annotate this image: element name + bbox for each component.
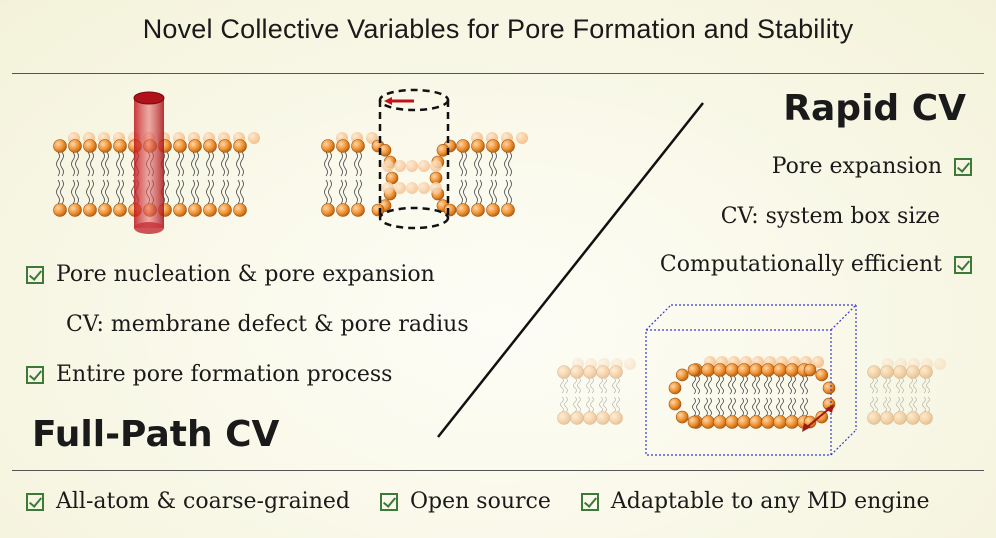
checkbox-icon xyxy=(26,265,44,284)
membrane-cylinder-illustration xyxy=(53,91,260,234)
checkbox-icon xyxy=(954,157,972,176)
footer-item-3-label: Adaptable to any MD engine xyxy=(610,489,930,514)
checkbox-icon xyxy=(380,492,398,511)
fullpath-heading: Full-Path CV xyxy=(32,414,280,455)
membrane-pore-illustration xyxy=(321,88,528,230)
bottom-divider xyxy=(12,470,984,471)
rapid-item-3-label: Computationally efficient xyxy=(659,252,942,277)
rapid-item-3: Computationally efficient xyxy=(660,252,972,277)
fullpath-item-1: Pore nucleation & pore expansion xyxy=(26,262,435,287)
fullpath-item-1-label: Pore nucleation & pore expansion xyxy=(56,262,435,287)
fullpath-item-3: Entire pore formation process xyxy=(26,362,392,387)
footer-item-2: Open source xyxy=(380,489,551,514)
red-cylinder xyxy=(134,98,164,228)
footer-item-2-label: Open source xyxy=(410,489,551,514)
fullpath-item-2-label: CV: membrane defect & pore radius xyxy=(66,312,469,337)
fullpath-item-3-label: Entire pore formation process xyxy=(56,362,393,387)
checkbox-icon xyxy=(954,255,972,274)
rapid-item-1-label: Pore expansion xyxy=(771,154,942,179)
footer-features: All-atom & coarse-grained Open source Ad… xyxy=(26,489,930,514)
rapid-item-1: Pore expansion xyxy=(772,154,972,179)
checkbox-icon xyxy=(26,492,44,511)
checkbox-icon xyxy=(580,492,599,511)
simulation-box-illustration xyxy=(557,304,946,456)
rapid-heading: Rapid CV xyxy=(783,88,966,129)
page-title: Novel Collective Variables for Pore Form… xyxy=(142,14,854,44)
footer-item-3: Adaptable to any MD engine xyxy=(580,489,930,514)
footer-item-1: All-atom & coarse-grained xyxy=(26,489,350,514)
checkbox-icon xyxy=(26,365,44,384)
top-divider xyxy=(12,73,984,74)
rapid-item-2-label: CV: system box size xyxy=(720,204,940,229)
footer-item-1-label: All-atom & coarse-grained xyxy=(56,489,350,514)
